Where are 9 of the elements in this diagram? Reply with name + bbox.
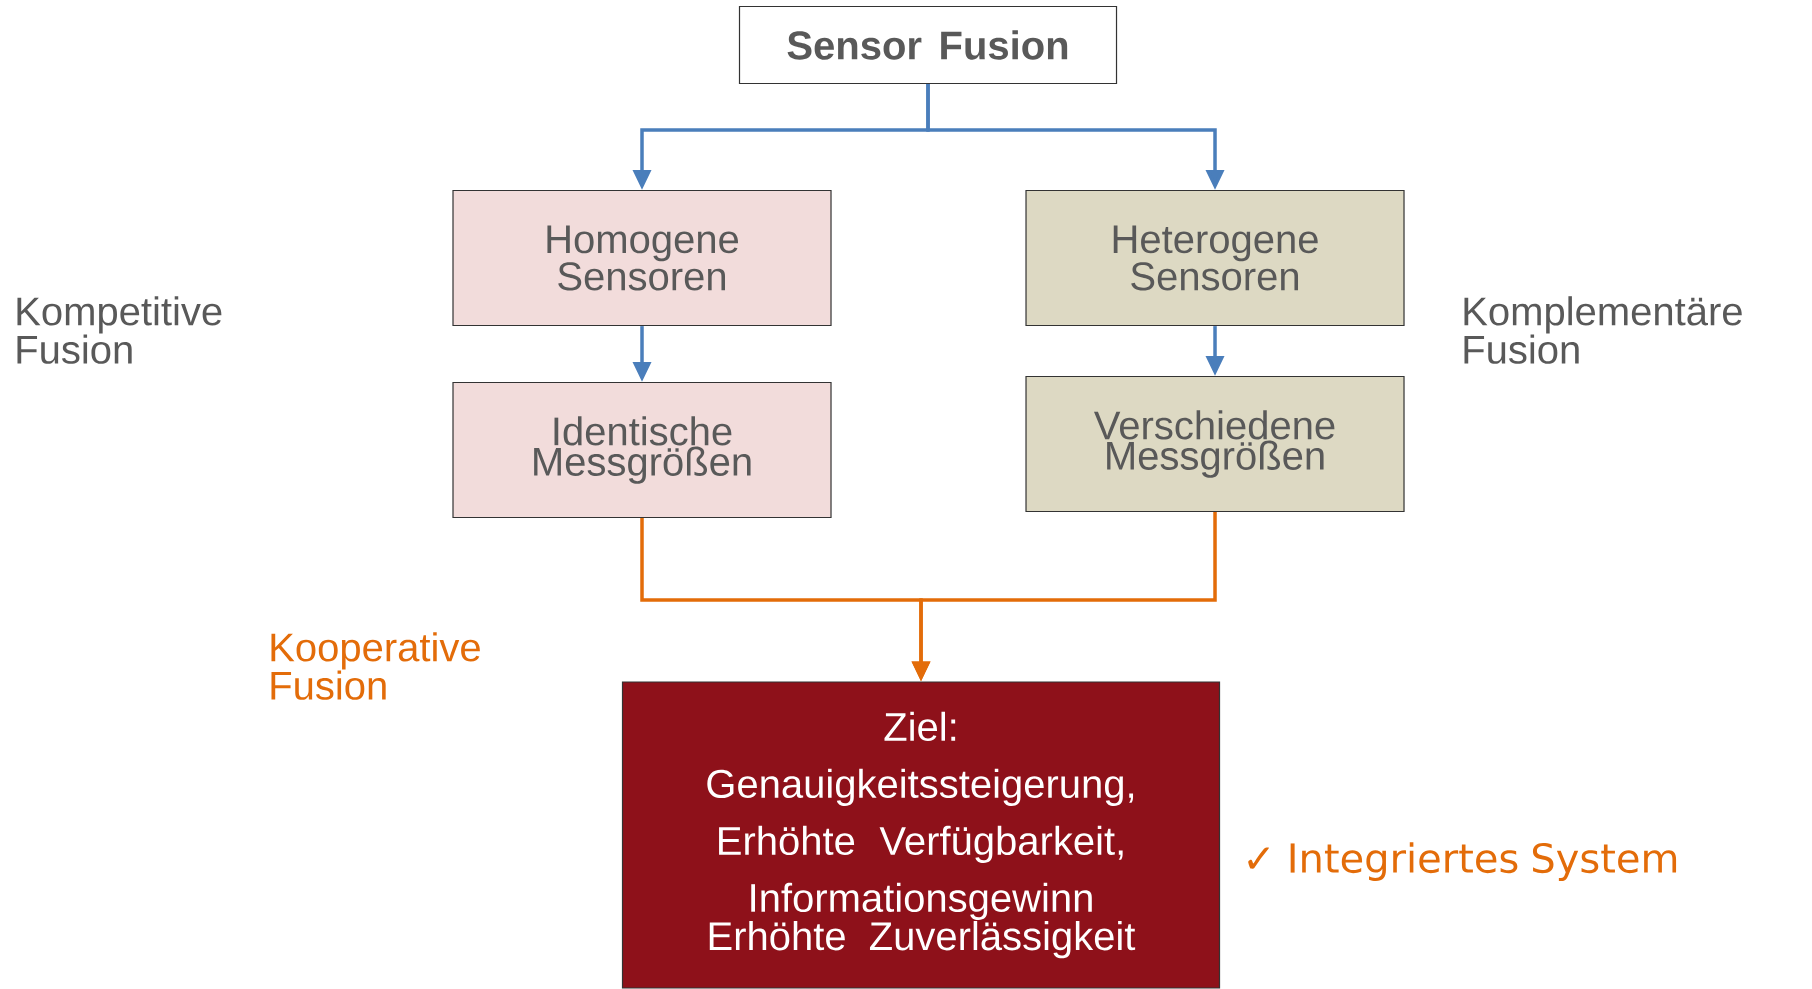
side-label: Kompetitive Fusion bbox=[17, 296, 222, 364]
title-box: Sensor Fusion bbox=[738, 5, 1118, 85]
goal-box: Ziel: Genauigkeitssteigerung, Erhöhte Verfügbarkeit, Informationsgewinn Erhöhte Zuverlässigkeit bbox=[621, 681, 1221, 989]
side-label: Komplementäre Fusion bbox=[1464, 296, 1742, 364]
process-box: Identische Messgrößen bbox=[452, 381, 832, 519]
side-label: Kooperative Fusion bbox=[271, 632, 480, 700]
process-box: Heterogene Sensoren bbox=[1025, 189, 1405, 327]
process-box: Homogene Sensoren bbox=[452, 189, 832, 327]
process-box: Verschiedene Messgrößen bbox=[1025, 375, 1405, 513]
